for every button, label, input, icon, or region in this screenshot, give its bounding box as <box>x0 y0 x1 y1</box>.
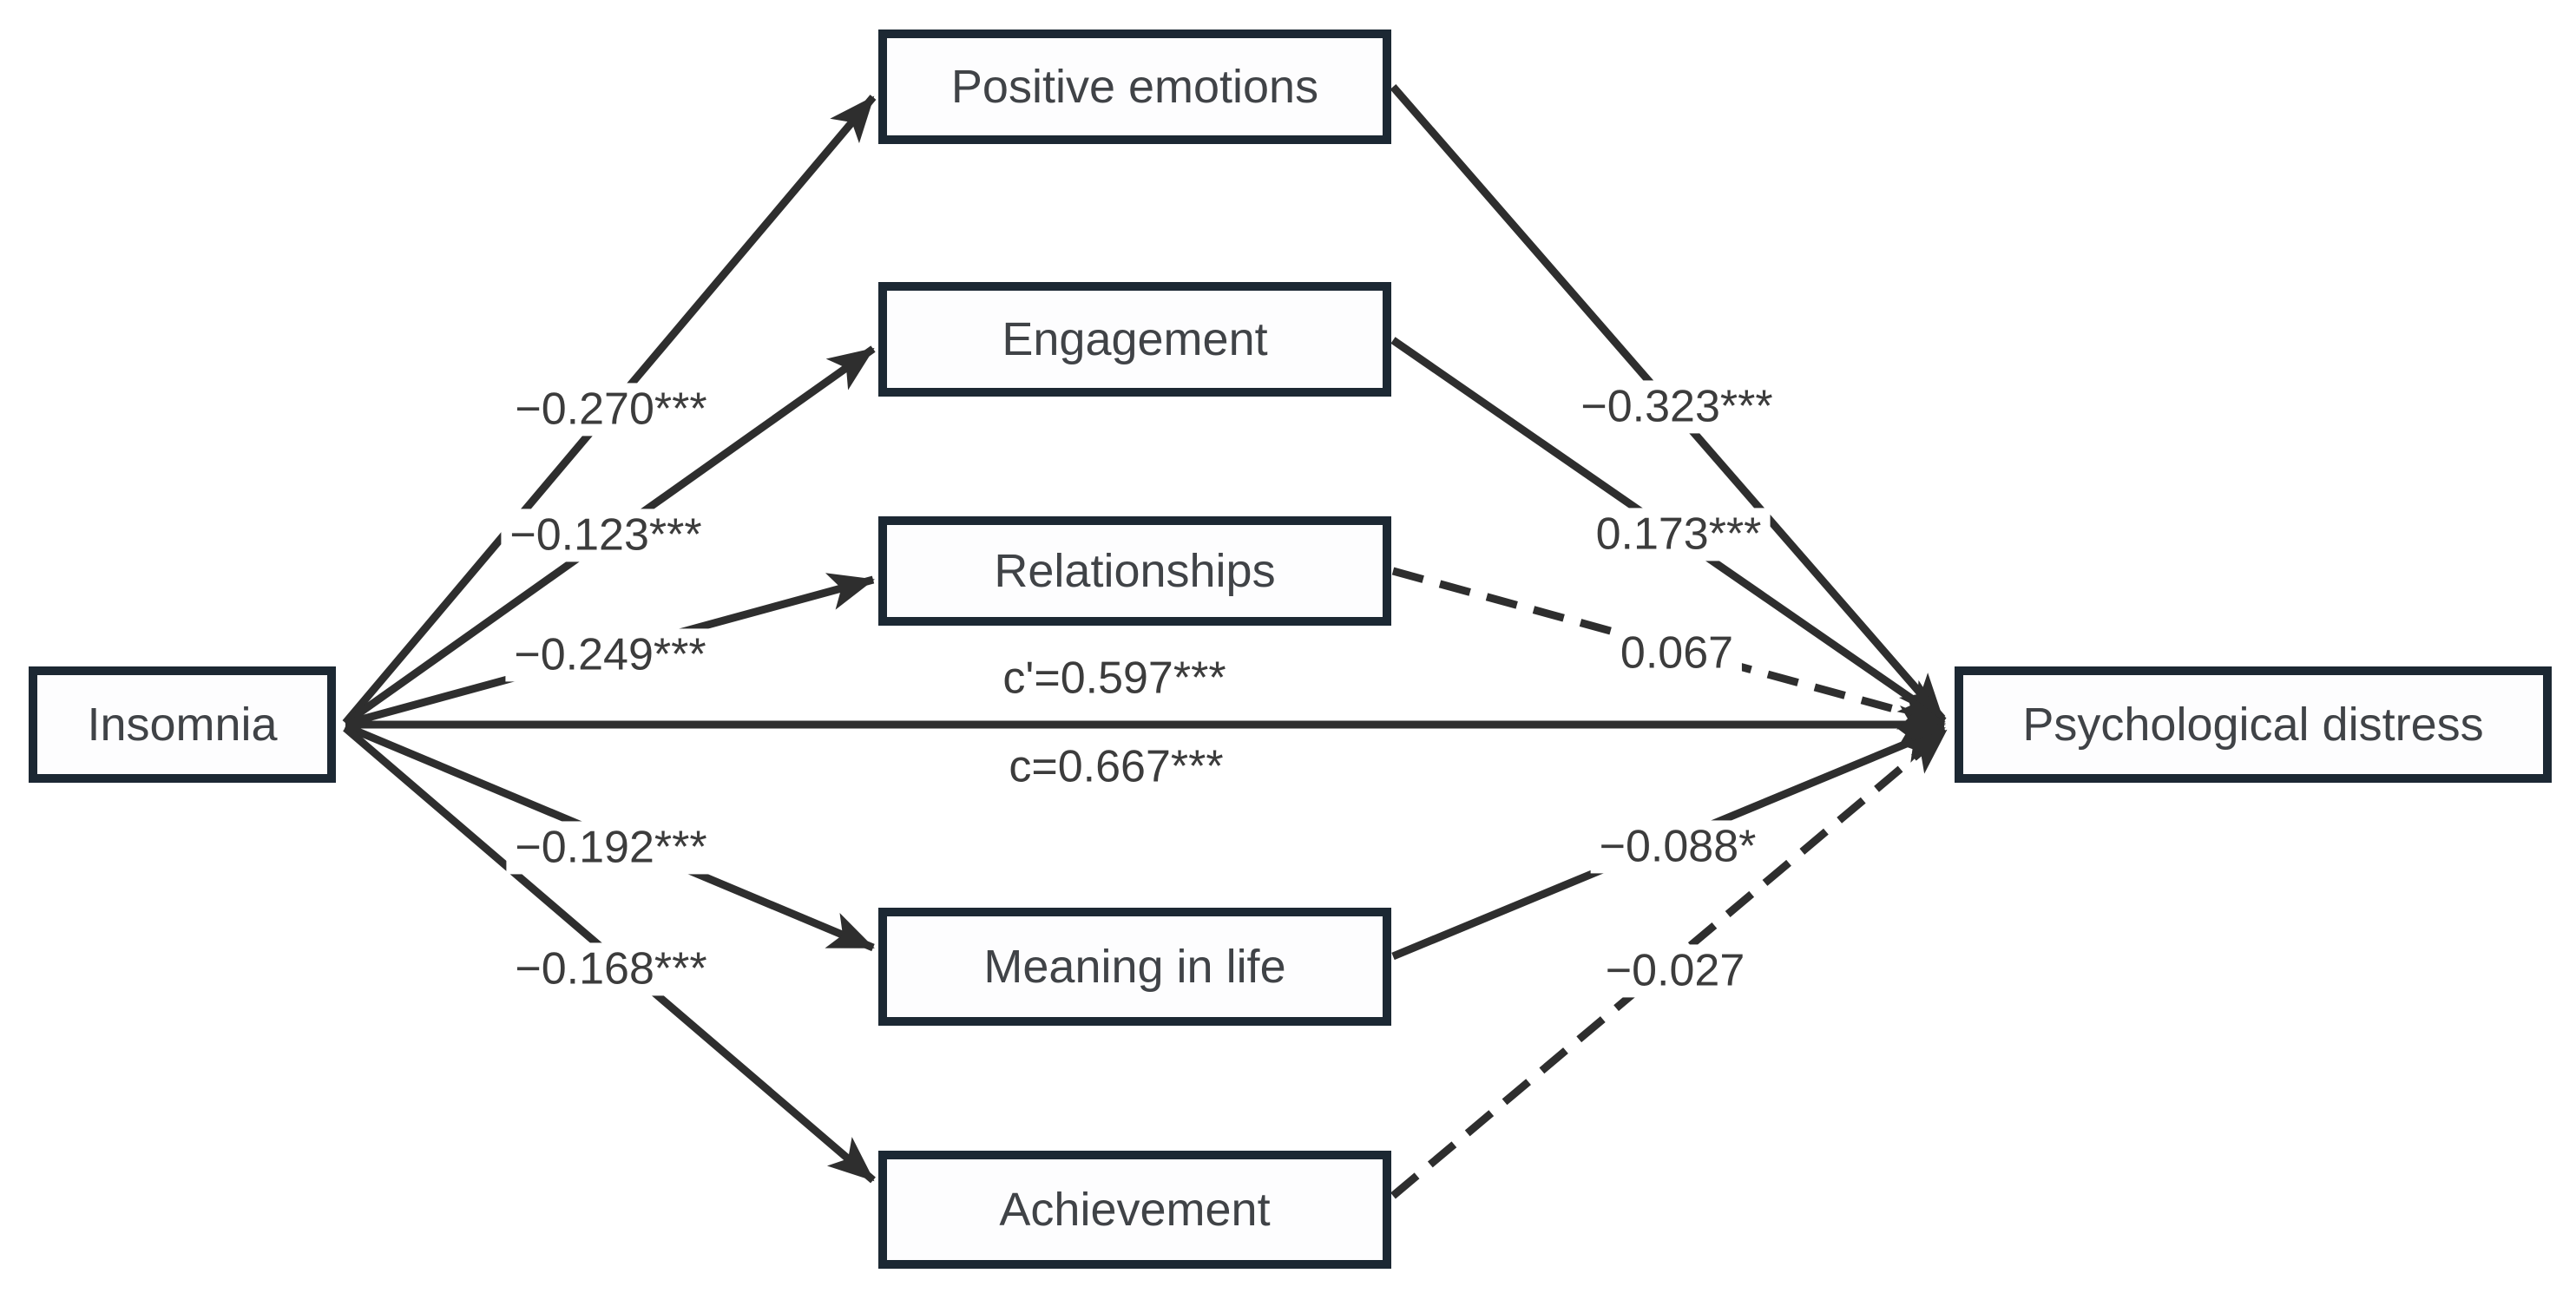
node-achievement-label: Achievement <box>999 1184 1271 1236</box>
coef-label-a-positive-emotions: −0.270*** <box>506 383 716 436</box>
node-insomnia: Insomnia <box>29 666 336 783</box>
node-psychological-distress: Psychological distress <box>1955 666 2552 783</box>
total-effect-label: c=0.667*** <box>1000 740 1232 794</box>
node-achievement: Achievement <box>878 1151 1391 1269</box>
coef-label-a-achievement: −0.168*** <box>506 942 716 996</box>
node-positive-emotions: Positive emotions <box>878 30 1391 144</box>
node-meaning-in-life: Meaning in life <box>878 908 1391 1026</box>
coef-label-a-engagement: −0.123*** <box>501 509 711 562</box>
coef-label-b-relationships: 0.067 <box>1611 627 1743 680</box>
node-relationships: Relationships <box>878 516 1391 626</box>
direct-effect-label: c'=0.597*** <box>994 652 1235 706</box>
node-engagement: Engagement <box>878 282 1391 397</box>
coef-label-a-meaning-in-life: −0.192*** <box>506 821 716 875</box>
coef-label-b-engagement: 0.173*** <box>1587 508 1771 561</box>
node-meaning-in-life-label: Meaning in life <box>983 941 1286 993</box>
node-relationships-label: Relationships <box>994 545 1276 597</box>
coef-label-b-positive-emotions: −0.323*** <box>1572 380 1782 434</box>
coef-label-a-relationships: −0.249*** <box>505 628 715 682</box>
node-psychological-distress-label: Psychological distress <box>2022 699 2484 751</box>
node-engagement-label: Engagement <box>1002 313 1268 365</box>
coef-label-b-meaning-in-life: −0.088* <box>1590 820 1765 874</box>
node-insomnia-label: Insomnia <box>87 699 278 751</box>
node-positive-emotions-label: Positive emotions <box>950 61 1319 113</box>
coef-label-b-achievement: −0.027 <box>1596 944 1754 998</box>
